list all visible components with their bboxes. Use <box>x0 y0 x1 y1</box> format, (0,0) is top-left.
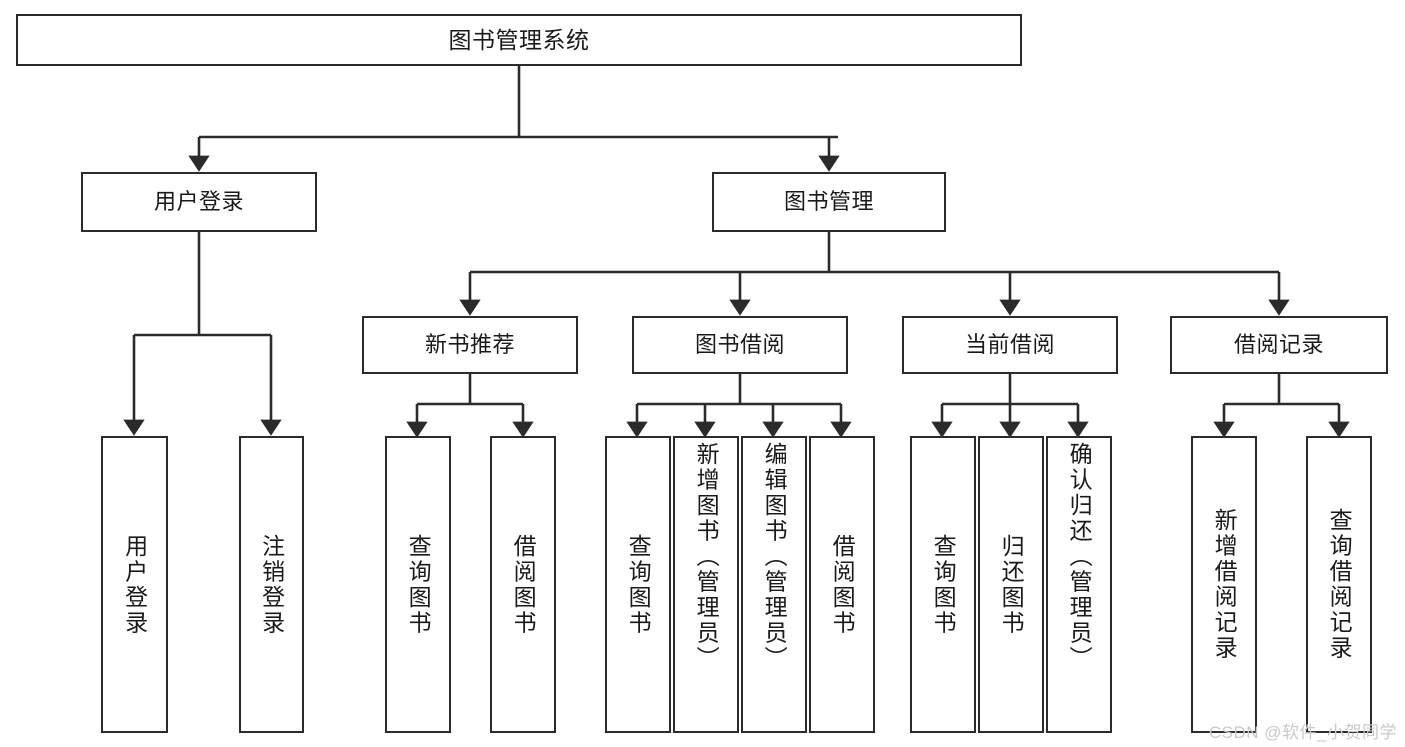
leaf-query-borrow-record[interactable]: 查询借阅记录 <box>1306 436 1372 733</box>
node-book-management-label: 图书管理 <box>783 189 874 215</box>
leaf-add-borrow-record[interactable]: 新增借阅记录 <box>1191 436 1257 733</box>
node-current-borrow-label: 当前借阅 <box>964 332 1055 358</box>
leaf-user-login-label: 用户登录 <box>121 533 148 636</box>
leaf-confirm-return-admin[interactable]: 确认归还（管理员） <box>1046 436 1112 733</box>
leaf-logout-login-label: 注销登录 <box>258 533 285 636</box>
leaf-query-book-3-label: 查询图书 <box>930 533 957 636</box>
node-new-book-recommend-label: 新书推荐 <box>424 332 515 358</box>
leaf-add-book-admin[interactable]: 新增图书（管理员） <box>673 436 739 733</box>
node-user-login-label: 用户登录 <box>153 189 244 215</box>
leaf-add-borrow-record-label: 新增借阅记录 <box>1211 508 1238 661</box>
leaf-edit-book-admin[interactable]: 编辑图书（管理员） <box>741 436 807 733</box>
leaf-add-book-admin-label: 新增图书（管理员） <box>693 442 720 672</box>
leaf-borrow-book-1-label: 借阅图书 <box>510 533 537 636</box>
node-borrow-record[interactable]: 借阅记录 <box>1170 316 1388 374</box>
leaf-confirm-return-admin-label: 确认归还（管理员） <box>1066 442 1093 672</box>
leaf-return-book[interactable]: 归还图书 <box>978 436 1044 733</box>
leaf-query-book-1[interactable]: 查询图书 <box>385 436 451 733</box>
node-user-login[interactable]: 用户登录 <box>81 172 317 232</box>
leaf-user-login[interactable]: 用户登录 <box>101 436 168 733</box>
csdn-watermark: CSDN @软件_小贺同学 <box>1208 723 1397 742</box>
leaf-return-book-label: 归还图书 <box>998 533 1025 636</box>
leaf-query-book-2[interactable]: 查询图书 <box>605 436 671 733</box>
node-current-borrow[interactable]: 当前借阅 <box>902 316 1118 374</box>
leaf-query-book-1-label: 查询图书 <box>405 533 432 636</box>
leaf-borrow-book-2-label: 借阅图书 <box>829 533 856 636</box>
leaf-edit-book-admin-label: 编辑图书（管理员） <box>761 442 788 672</box>
leaf-query-borrow-record-label: 查询借阅记录 <box>1326 508 1353 661</box>
node-book-management[interactable]: 图书管理 <box>712 172 946 232</box>
leaf-query-book-2-label: 查询图书 <box>625 533 652 636</box>
node-root-label: 图书管理系统 <box>448 26 590 53</box>
node-root[interactable]: 图书管理系统 <box>16 14 1022 66</box>
leaf-query-book-3[interactable]: 查询图书 <box>910 436 976 733</box>
node-new-book-recommend[interactable]: 新书推荐 <box>362 316 578 374</box>
leaf-borrow-book-1[interactable]: 借阅图书 <box>490 436 556 733</box>
node-book-borrow[interactable]: 图书借阅 <box>632 316 848 374</box>
node-book-borrow-label: 图书借阅 <box>694 332 785 358</box>
leaf-borrow-book-2[interactable]: 借阅图书 <box>809 436 875 733</box>
leaf-logout-login[interactable]: 注销登录 <box>239 436 304 733</box>
node-borrow-record-label: 借阅记录 <box>1233 332 1324 358</box>
